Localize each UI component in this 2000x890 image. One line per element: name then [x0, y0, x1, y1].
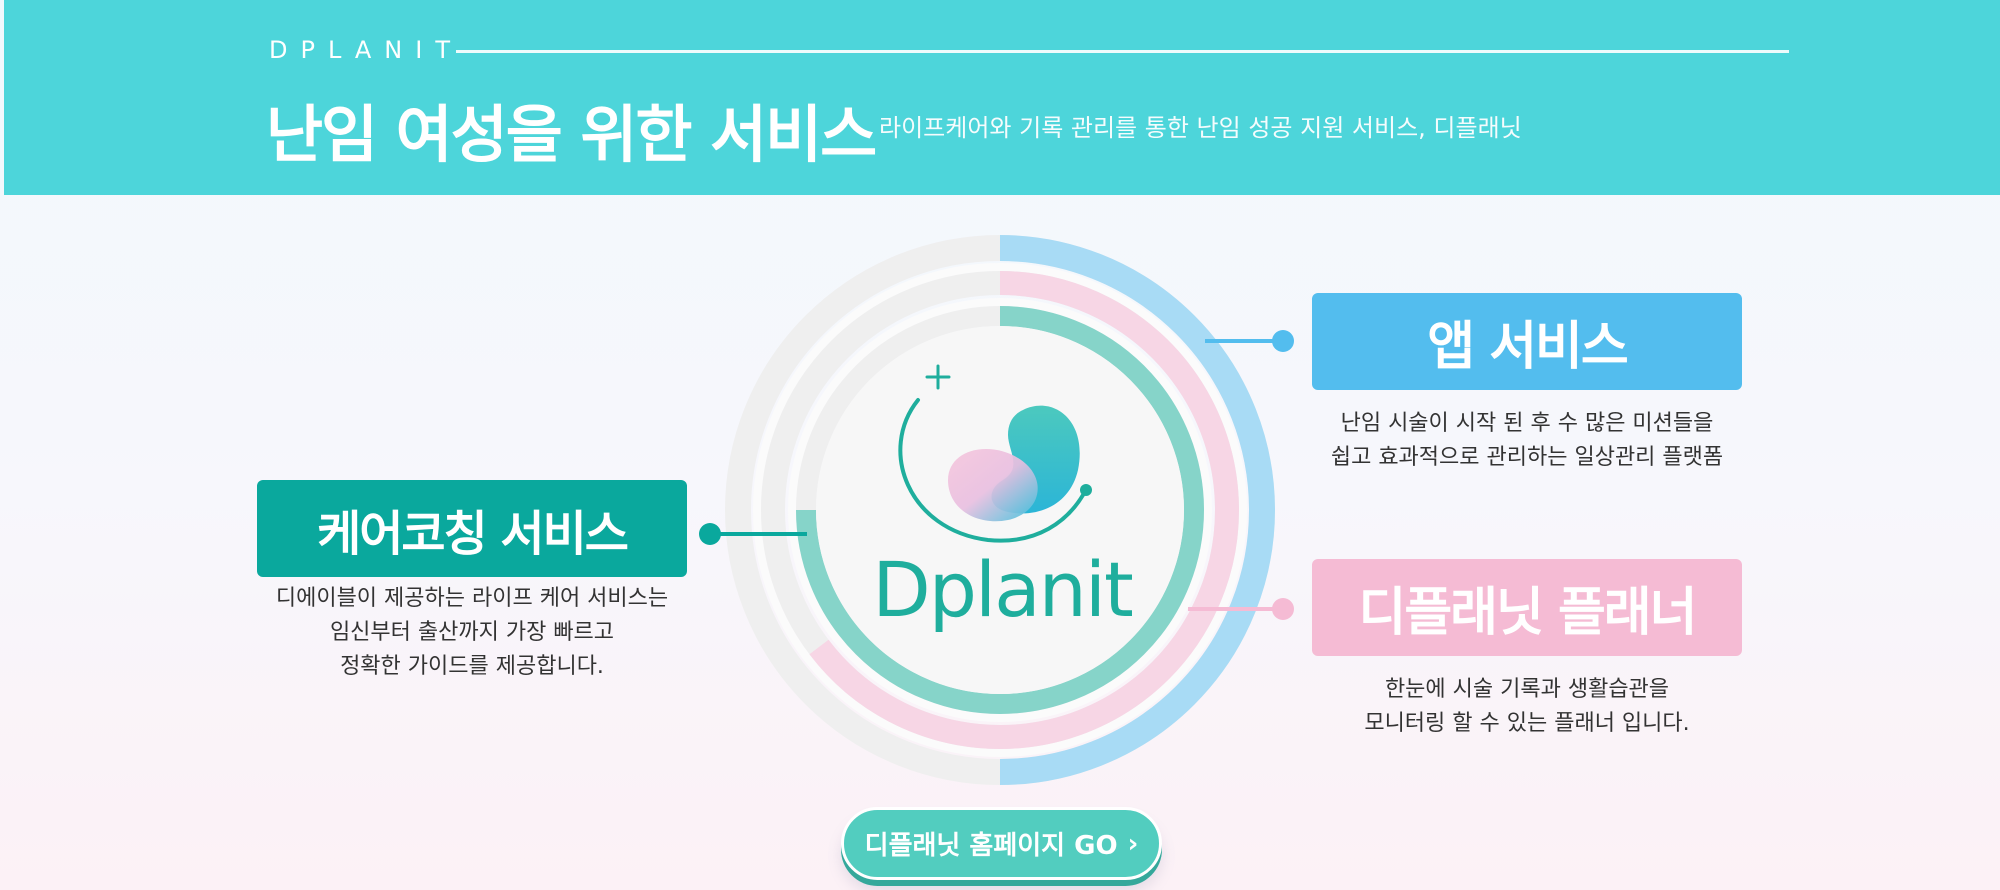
care-connector-line [705, 532, 807, 536]
dplanit-wordmark: Dplanit [872, 545, 1134, 634]
app-connector-dot [1272, 330, 1294, 352]
brand-name: DPLANIT [269, 36, 463, 64]
planner-connector-dot [1272, 598, 1294, 620]
header-divider [456, 50, 1789, 53]
care-coaching-description: 디에이블이 제공하는 라이프 케어 서비스는 임신부터 출산까지 가장 빠르고 … [275, 586, 669, 679]
ring-gap-inner [788, 298, 1212, 722]
app-connector-line [1205, 339, 1283, 343]
planner-description: 한눈에 시술 기록과 생활습관을 모니터링 할 수 있는 플래너 입니다. [1364, 677, 1690, 736]
app-service-box[interactable]: 앱 서비스 [1312, 293, 1742, 390]
dplanit-logo-icon [898, 364, 1092, 543]
inner-ring-teal-arc [796, 306, 1204, 714]
app-service-description: 난임 시술이 시작 된 후 수 많은 미션들을 쉽고 효과적으로 관리하는 일상… [1330, 411, 1724, 470]
outer-ring-blue-arc [999, 235, 1275, 785]
planner-service-box[interactable]: 디플래닛 플래너 [1312, 559, 1742, 656]
page-title: 난임 여성을 위한 서비스 [266, 98, 877, 171]
care-coaching-service-box[interactable]: 케어코칭 서비스 [257, 480, 687, 577]
homepage-go-label: 디플래닛 홈페이지 GO [864, 831, 1118, 861]
planner-connector-line [1188, 607, 1283, 611]
page-subtitle: 라이프케어와 기록 관리를 통한 난임 성공 지원 서비스, 디플래닛 [879, 114, 1522, 142]
homepage-go-button[interactable]: 디플래닛 홈페이지 GO › [841, 807, 1162, 880]
ring-gap-outer [753, 263, 1247, 757]
middle-ring-pink-arc [809, 271, 1239, 749]
chevron-right-icon: › [1127, 828, 1139, 859]
care-connector-dot [699, 523, 721, 545]
header-banner: DPLANIT 난임 여성을 위한 서비스 라이프케어와 기록 관리를 통한 난… [4, 0, 2000, 195]
